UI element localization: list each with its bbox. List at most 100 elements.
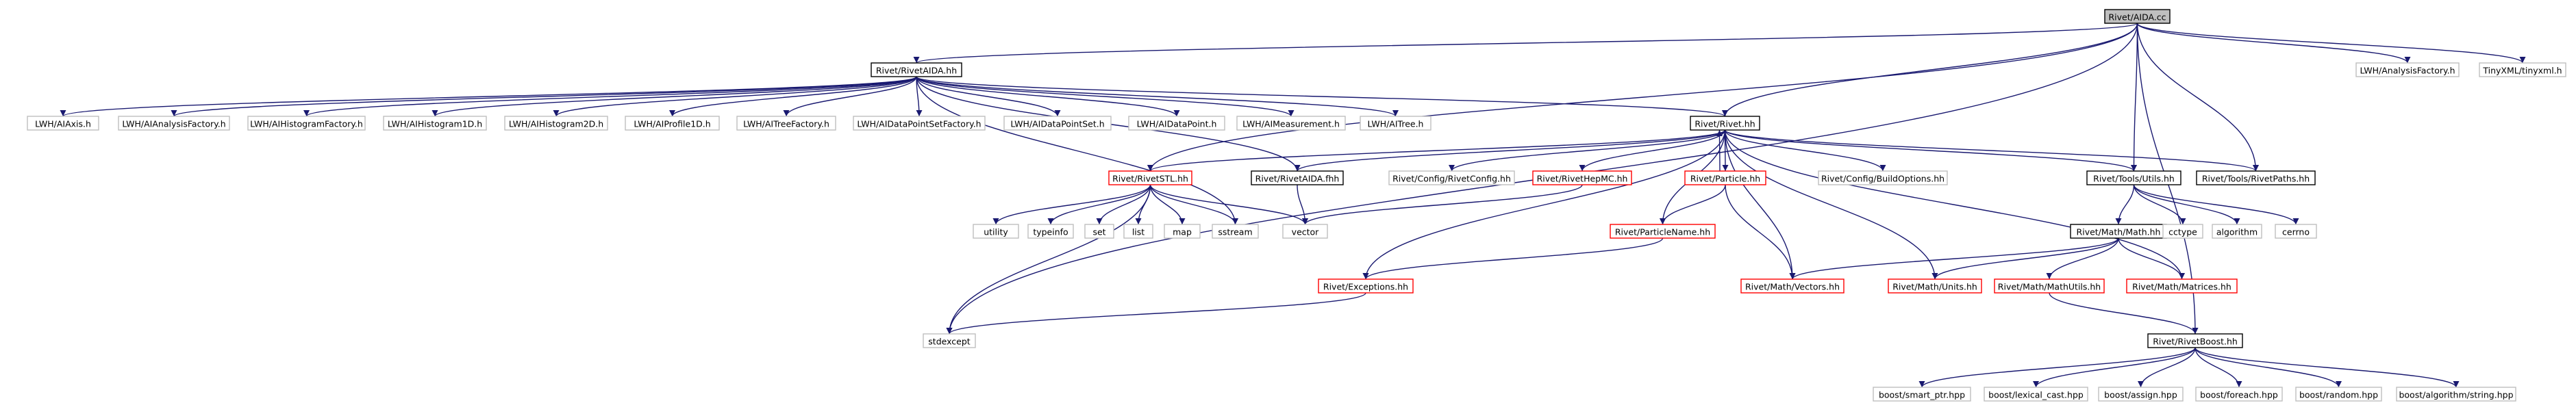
node-stdexcept: stdexcept <box>923 333 976 348</box>
node-lwh_aiaxis_h: LWH/AIAxis.h <box>27 116 99 131</box>
node-box-map <box>1164 224 1201 239</box>
node-box-rivet_math_matrices_hh <box>2126 278 2238 294</box>
edge-rivet_rivet_hh-to-rivet_rivethepmc_hh <box>1579 129 1726 172</box>
node-rivet_rivethepmc_hh[interactable]: Rivet/RivetHepMC.hh <box>1532 170 1632 185</box>
node-rivet_aida_cc[interactable]: Rivet/AIDA.cc <box>2104 9 2171 24</box>
edge-rivet_rivetboost_hh-to-boost_random_hpp <box>2194 347 2342 388</box>
node-label-lwh_aitree_h: LWH/AITree.h <box>1368 119 1424 129</box>
node-box-lwh_aihistogram2d_h <box>504 116 608 131</box>
node-label-rivet_rivetaida_fhh: Rivet/RivetAIDA.fhh <box>1255 174 1340 184</box>
node-label-rivet_rivetaida_hh: Rivet/RivetAIDA.hh <box>876 66 957 76</box>
node-label-rivet_rivethepmc_hh: Rivet/RivetHepMC.hh <box>1537 174 1628 184</box>
edge-rivet_rivetstl_hh-to-vector <box>1149 184 1308 225</box>
node-box-rivet_rivetaida_hh <box>871 62 962 77</box>
node-rivet_math_vectors_hh[interactable]: Rivet/Math/Vectors.hh <box>1740 278 1845 294</box>
node-label-lwh_aidatapointsetfactory_h: LWH/AIDataPointSetFactory.h <box>857 119 981 129</box>
node-rivet_rivet_hh[interactable]: Rivet/Rivet.hh <box>1690 116 1760 131</box>
node-box-typeinfo <box>1027 224 1074 239</box>
edge-rivet_math_math_hh-to-rivet_math_matrices_hh <box>2118 237 2185 280</box>
edges-layer <box>60 23 2526 388</box>
edge-rivet_rivet_hh-to-rivet_math_units_hh <box>1724 129 1938 280</box>
node-box-lwh_aidatapointset_h <box>1003 116 1112 131</box>
node-box-rivet_rivetboost_hh <box>2147 333 2243 348</box>
edge-rivet_rivethepmc_hh-to-vector <box>1302 184 1583 225</box>
edge-rivet_rivetaida_hh-to-lwh_aimeasurement_h <box>916 76 1295 117</box>
node-box-rivet_math_mathutils_hh <box>1994 278 2105 294</box>
node-vector: vector <box>1282 224 1328 239</box>
node-tinyxml_h: TinyXML/tinyxml.h <box>2479 62 2566 77</box>
edge-rivet_rivet_hh-to-rivet_exceptions_hh <box>1362 129 1726 280</box>
node-label-typeinfo: typeinfo <box>1033 227 1068 237</box>
node-rivet_rivetaida_hh[interactable]: Rivet/RivetAIDA.hh <box>871 62 962 77</box>
node-box-sstream <box>1212 224 1259 239</box>
edge-rivet_rivetstl_hh-to-stdexcept <box>946 184 1151 335</box>
node-box-lwh_aidatapoint_h <box>1128 116 1225 131</box>
node-label-rivet_rivet_hh: Rivet/Rivet.hh <box>1695 119 1755 129</box>
node-label-rivet_math_units_hh: Rivet/Math/Units.hh <box>1892 282 1977 292</box>
node-utility: utility <box>973 224 1019 239</box>
node-label-stdexcept: stdexcept <box>928 337 970 347</box>
node-box-cctype <box>2162 224 2203 239</box>
node-lwh_analysisfactory_h: LWH/AnalysisFactory.h <box>2355 62 2460 77</box>
node-rivet_particlename_hh[interactable]: Rivet/ParticleName.hh <box>1610 224 1716 239</box>
node-label-lwh_aiaxis_h: LWH/AIAxis.h <box>35 119 91 129</box>
node-box-vector <box>1282 224 1328 239</box>
edge-rivet_rivetaida_hh-to-rivet_rivet_hh <box>916 76 1728 117</box>
node-label-rivet_exceptions_hh: Rivet/Exceptions.hh <box>1323 282 1408 292</box>
node-lwh_aiprofile1d_h: LWH/AIProfile1D.h <box>625 116 720 131</box>
edge-rivet_tools_utils_hh-to-rivet_math_math_hh <box>2115 184 2135 225</box>
node-box-boost_smart_ptr_hpp <box>1873 387 1971 402</box>
node-box-lwh_aimeasurement_h <box>1236 116 1346 131</box>
node-label-utility: utility <box>984 227 1008 237</box>
node-label-rivet_math_mathutils_hh: Rivet/Math/MathUtils.hh <box>1998 282 2101 292</box>
edge-rivet_tools_utils_hh-to-algorithm <box>2133 184 2240 225</box>
node-box-list <box>1123 224 1153 239</box>
node-box-rivet_particle_hh <box>1684 170 1766 185</box>
edge-rivet_rivetaida_hh-to-lwh_aianalysisfactory_h <box>171 76 917 117</box>
node-box-rivet_rivetaida_fhh <box>1251 170 1344 185</box>
node-rivet_math_math_hh[interactable]: Rivet/Math/Math.hh <box>2070 224 2167 239</box>
node-rivet_rivetstl_hh[interactable]: Rivet/RivetSTL.hh <box>1108 170 1192 185</box>
node-label-rivet_config_buildoptions_hh: Rivet/Config/BuildOptions.hh <box>1821 174 1944 184</box>
node-label-lwh_analysisfactory_h: LWH/AnalysisFactory.h <box>2360 66 2455 76</box>
node-label-set: set <box>1092 227 1105 237</box>
edge-rivet_aida_cc-to-rivet_rivetstl_hh <box>1147 23 2138 172</box>
node-rivet_math_matrices_hh[interactable]: Rivet/Math/Matrices.hh <box>2126 278 2238 294</box>
edge-rivet_rivetboost_hh-to-boost_lexical_cast_hpp <box>2033 347 2196 388</box>
node-set: set <box>1084 224 1114 239</box>
node-rivet_particle_hh[interactable]: Rivet/Particle.hh <box>1684 170 1766 185</box>
edge-rivet_rivetstl_hh-to-utility <box>992 184 1151 225</box>
node-rivet_tools_rivetpaths_hh[interactable]: Rivet/Tools/RivetPaths.hh <box>2196 170 2316 185</box>
node-box-utility <box>973 224 1019 239</box>
edge-rivet_rivetaida_hh-to-lwh_aihistogram1d_h <box>432 76 917 117</box>
node-box-rivet_aida_cc <box>2104 9 2171 24</box>
node-label-boost_algorithm_string_hpp: boost/algorithm/string.hpp <box>2399 390 2513 400</box>
node-lwh_aidatapointsetfactory_h: LWH/AIDataPointSetFactory.h <box>853 116 986 131</box>
node-box-rivet_rivet_hh <box>1690 116 1760 131</box>
node-box-rivet_exceptions_hh <box>1318 278 1414 294</box>
node-box-lwh_aihistogram1d_h <box>383 116 487 131</box>
node-label-tinyxml_h: TinyXML/tinyxml.h <box>2482 66 2562 76</box>
node-rivet_exceptions_hh[interactable]: Rivet/Exceptions.hh <box>1318 278 1414 294</box>
node-box-rivet_math_vectors_hh <box>1740 278 1845 294</box>
edge-rivet_rivetaida_hh-to-lwh_aitreefactory_h <box>783 76 917 117</box>
node-box-lwh_aidatapointsetfactory_h <box>853 116 986 131</box>
node-boost_smart_ptr_hpp: boost/smart_ptr.hpp <box>1873 387 1971 402</box>
node-rivet_math_mathutils_hh[interactable]: Rivet/Math/MathUtils.hh <box>1994 278 2105 294</box>
edge-rivet_math_math_hh-to-rivet_math_mathutils_hh <box>2046 237 2119 280</box>
node-rivet_rivetboost_hh[interactable]: Rivet/RivetBoost.hh <box>2147 333 2243 348</box>
node-label-rivet_particlename_hh: Rivet/ParticleName.hh <box>1615 227 1710 237</box>
edge-rivet_rivetaida_hh-to-lwh_aiprofile1d_h <box>669 76 917 117</box>
node-rivet_math_units_hh[interactable]: Rivet/Math/Units.hh <box>1888 278 1982 294</box>
node-label-rivet_rivetboost_hh: Rivet/RivetBoost.hh <box>2153 337 2238 347</box>
edge-rivet_aida_cc-to-lwh_analysisfactory_h <box>2136 23 2411 64</box>
node-label-lwh_aitreefactory_h: LWH/AITreeFactory.h <box>743 119 829 129</box>
edge-rivet_rivetstl_hh-to-sstream <box>1149 184 1238 225</box>
node-rivet_rivetaida_fhh[interactable]: Rivet/RivetAIDA.fhh <box>1251 170 1344 185</box>
node-rivet_tools_utils_hh[interactable]: Rivet/Tools/Utils.hh <box>2086 170 2181 185</box>
node-box-rivet_rivethepmc_hh <box>1532 170 1632 185</box>
node-label-cerrno: cerrno <box>2282 227 2310 237</box>
node-label-algorithm: algorithm <box>2216 227 2258 237</box>
node-lwh_aidatapointset_h: LWH/AIDataPointSet.h <box>1003 116 1112 131</box>
